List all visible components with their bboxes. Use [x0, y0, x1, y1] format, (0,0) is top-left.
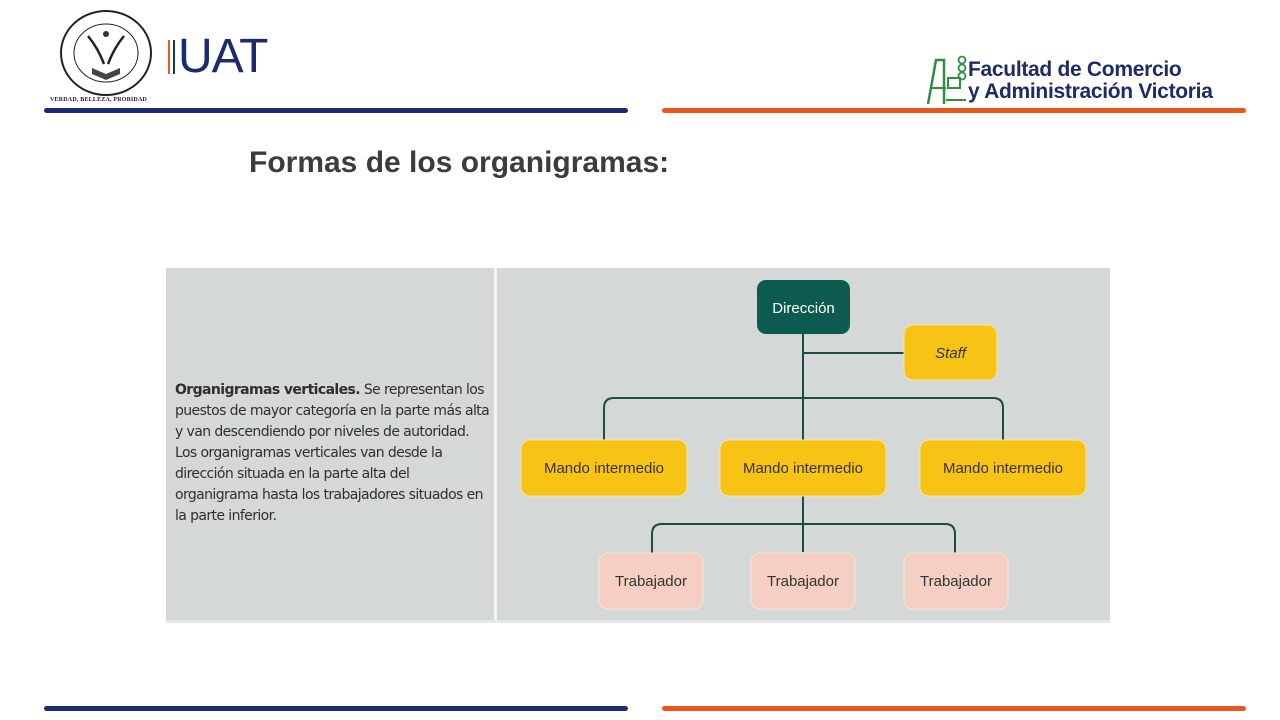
org-node-direction: Dirección [757, 280, 850, 334]
uat-logo-text: UAT [178, 30, 268, 83]
org-chart-diagram: Dirección Staff Mando intermedio Mando i… [520, 280, 1087, 610]
figure-description: Organigramas verticales. Se representan … [175, 380, 491, 527]
org-node-middle-2-label: Mando intermedio [743, 460, 863, 477]
description-heading: Organigramas verticales. [175, 382, 361, 398]
org-node-worker-3-label: Trabajador [920, 573, 992, 590]
org-node-worker-1: Trabajador [598, 552, 704, 610]
org-node-middle-1: Mando intermedio [520, 439, 688, 497]
org-node-worker-3: Trabajador [903, 552, 1009, 610]
faculty-name-line1: Facultad de Comercio [968, 58, 1182, 81]
org-node-middle-2: Mando intermedio [719, 439, 887, 497]
figure-bottom-border [166, 620, 1110, 623]
org-node-middle-1-label: Mando intermedio [544, 460, 664, 477]
footer-rule-orange [662, 706, 1246, 711]
connector-middle-branch [603, 397, 1004, 440]
figure-divider [494, 268, 497, 620]
org-node-middle-3-label: Mando intermedio [943, 460, 1063, 477]
faculty-logo-icon [926, 55, 967, 105]
connector-worker-branch [651, 523, 956, 553]
uat-orange-stripe [168, 40, 170, 74]
slide-title: Formas de los organigramas: [249, 146, 670, 179]
description-body: Se representan los puestos de mayor cate… [175, 382, 490, 524]
university-seal-logo [60, 10, 152, 96]
header-rule-orange [662, 108, 1246, 113]
org-node-staff: Staff [903, 324, 998, 381]
org-node-staff-label: Staff [935, 345, 968, 362]
org-node-worker-1-label: Trabajador [615, 573, 687, 590]
org-node-direction-label: Dirección [772, 300, 835, 317]
org-node-middle-3: Mando intermedio [919, 439, 1087, 497]
faculty-name-line2: y Administración Victoria [968, 80, 1213, 103]
footer-rule-blue [44, 706, 628, 711]
university-motto: VERDAD, BELLEZA, PROBIDAD [50, 97, 148, 103]
header-rule-blue [44, 108, 628, 113]
uat-blue-stripe [173, 40, 175, 74]
org-node-worker-2: Trabajador [750, 552, 856, 610]
org-node-worker-2-label: Trabajador [767, 573, 839, 590]
